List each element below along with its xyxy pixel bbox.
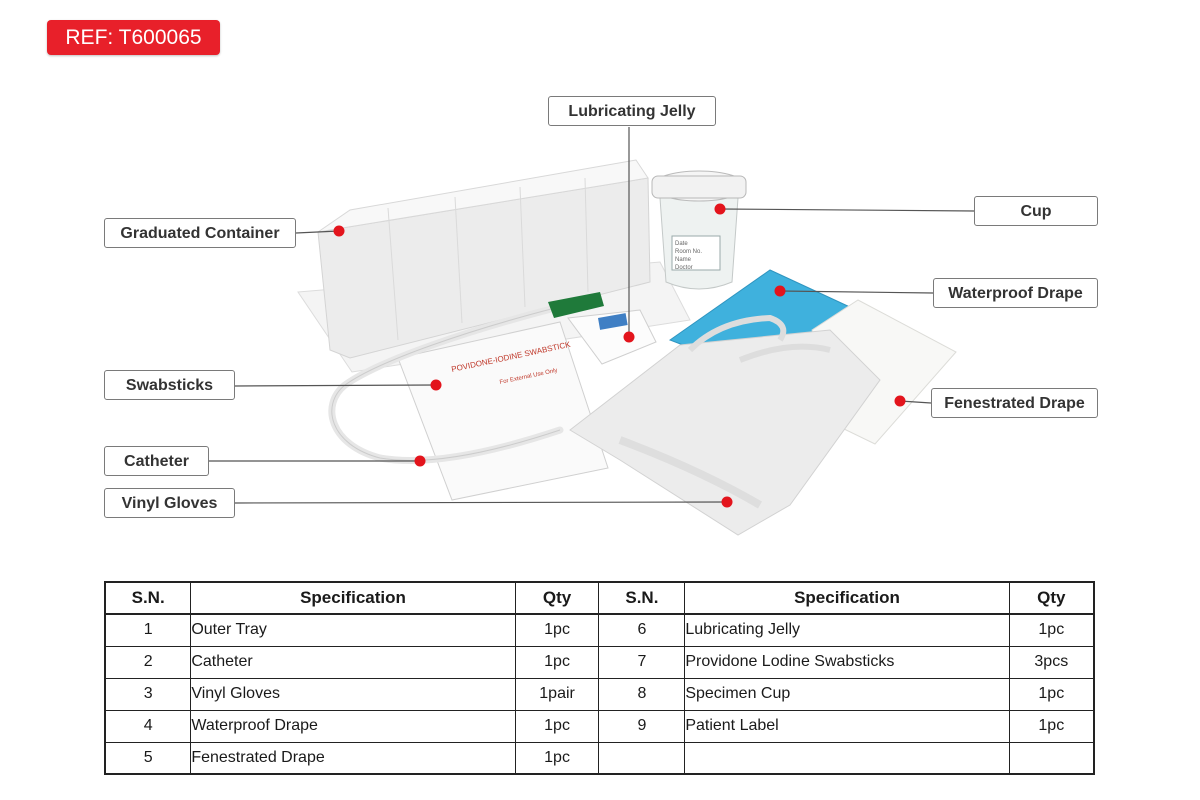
- cell-sn: 5: [104, 741, 192, 775]
- cup-field-room: Room No.: [675, 249, 702, 255]
- marker-vinyl-gloves: [721, 496, 733, 508]
- lubricating-jelly-packet: [567, 309, 657, 365]
- cup-field-doctor: Doctor: [675, 265, 693, 271]
- header-spec-right: Specification: [684, 581, 1010, 615]
- cell-sn: 4: [104, 709, 192, 743]
- cell-qty: 1pc: [514, 741, 600, 775]
- marker-lubricating-jelly: [623, 331, 635, 343]
- cell-qty: 1pc: [1008, 613, 1095, 647]
- header-sn-left: S.N.: [104, 581, 192, 615]
- cell-sn: 1: [104, 613, 192, 647]
- callout-markers: [333, 203, 906, 508]
- table-header-row: S.N. Specification Qty S.N. Specificatio…: [104, 581, 1095, 615]
- specimen-cup: Date Room No. Name Doctor: [651, 170, 747, 290]
- cell-spec: Specimen Cup: [684, 677, 1010, 711]
- callout-vinyl-gloves: Vinyl Gloves: [104, 488, 235, 518]
- header-sn-right: S.N.: [598, 581, 686, 615]
- product-illustration: POVIDONE-IODINE SWABSTICK For External U…: [209, 127, 976, 536]
- cell-qty: [1008, 741, 1095, 775]
- cell-qty: 1pc: [514, 709, 600, 743]
- marker-cup: [714, 203, 726, 215]
- ref-badge: REF: T600065: [47, 20, 220, 55]
- cell-qty: 1pc: [1008, 709, 1095, 743]
- cell-spec: Vinyl Gloves: [190, 677, 516, 711]
- cell-spec: Lubricating Jelly: [684, 613, 1010, 647]
- cell-spec: Waterproof Drape: [190, 709, 516, 743]
- cell-sn: 6: [598, 613, 686, 647]
- cup-field-date: Date: [675, 241, 688, 247]
- cell-sn: 3: [104, 677, 192, 711]
- cell-spec: Outer Tray: [190, 613, 516, 647]
- table-row: 5 Fenestrated Drape 1pc: [104, 741, 1095, 775]
- marker-catheter: [414, 455, 426, 467]
- callout-fenestrated-drape: Fenestrated Drape: [931, 388, 1098, 418]
- cell-spec: Patient Label: [684, 709, 1010, 743]
- cell-sn: [598, 741, 686, 775]
- table-row: 3 Vinyl Gloves 1pair 8 Specimen Cup 1pc: [104, 677, 1095, 711]
- marker-fenestrated-drape: [894, 395, 906, 407]
- callout-cup: Cup: [974, 196, 1098, 226]
- catheter-tube: [328, 292, 604, 464]
- graduated-container: [317, 159, 651, 359]
- table-row: 2 Catheter 1pc 7 Providone Lodine Swabst…: [104, 645, 1095, 679]
- cell-spec: Providone Lodine Swabsticks: [684, 645, 1010, 679]
- cell-sn: 8: [598, 677, 686, 711]
- specification-table: S.N. Specification Qty S.N. Specificatio…: [104, 581, 1095, 775]
- marker-waterproof-drape: [774, 285, 786, 297]
- callout-catheter: Catheter: [104, 446, 209, 476]
- callout-swabsticks: Swabsticks: [104, 370, 235, 400]
- cup-field-name: Name: [675, 257, 692, 263]
- cell-sn: 2: [104, 645, 192, 679]
- callout-lubricating-jelly: Lubricating Jelly: [548, 96, 716, 126]
- table-row: 4 Waterproof Drape 1pc 9 Patient Label 1…: [104, 709, 1095, 743]
- cell-qty: 1pc: [514, 645, 600, 679]
- cell-spec: Catheter: [190, 645, 516, 679]
- marker-swabsticks: [430, 379, 442, 391]
- callout-graduated-container: Graduated Container: [104, 218, 296, 248]
- header-qty-left: Qty: [514, 581, 600, 615]
- cell-qty: 1pair: [514, 677, 600, 711]
- cell-sn: 7: [598, 645, 686, 679]
- callout-waterproof-drape: Waterproof Drape: [933, 278, 1098, 308]
- cell-qty: 1pc: [514, 613, 600, 647]
- cell-spec: Fenestrated Drape: [190, 741, 516, 775]
- leader-lines: [209, 127, 976, 504]
- table-row: 1 Outer Tray 1pc 6 Lubricating Jelly 1pc: [104, 613, 1095, 647]
- header-spec-left: Specification: [190, 581, 516, 615]
- cell-qty: 1pc: [1008, 677, 1095, 711]
- cell-qty: 3pcs: [1008, 645, 1095, 679]
- header-qty-right: Qty: [1008, 581, 1095, 615]
- vinyl-gloves: [569, 314, 881, 536]
- cell-sn: 9: [598, 709, 686, 743]
- marker-graduated-container: [333, 225, 345, 237]
- cell-spec: [684, 741, 1010, 775]
